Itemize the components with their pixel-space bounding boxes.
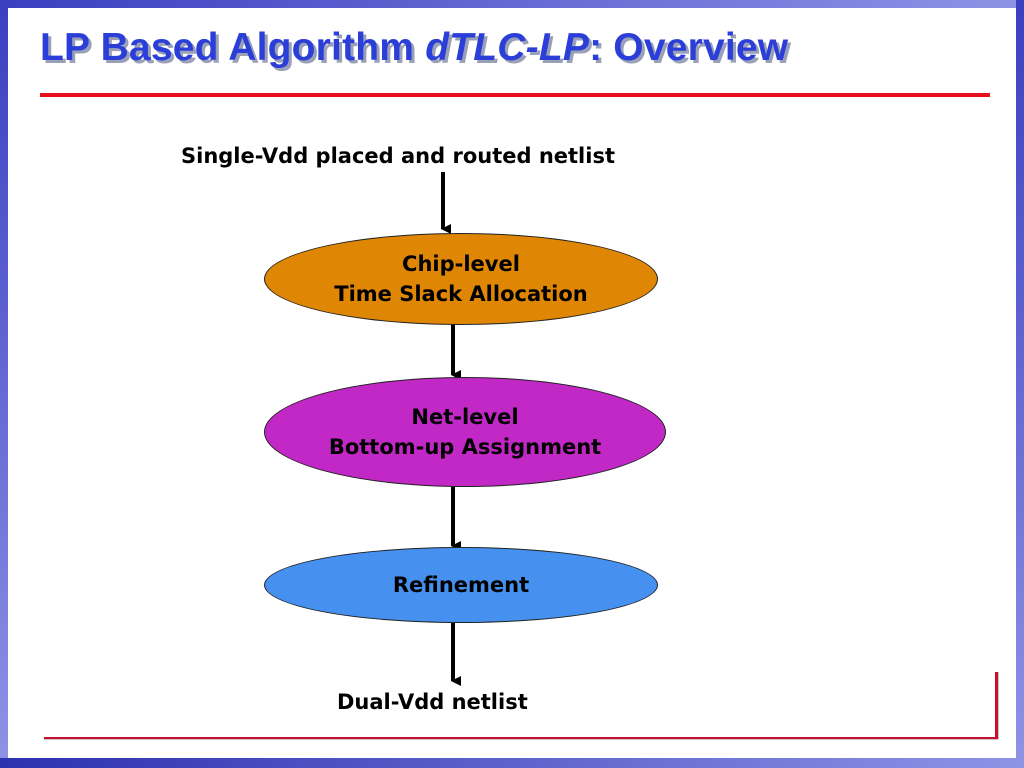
step-net-level-line2: Bottom-up Assignment — [328, 435, 602, 459]
title-text-algorithm-name: dTLC-LP — [425, 26, 590, 69]
step-refinement-line1: Refinement — [392, 573, 530, 597]
step-net-level-line1: Net-level — [411, 405, 519, 429]
footer-rule — [44, 737, 998, 739]
input-label: Single-Vdd placed and routed netlist — [181, 144, 615, 168]
step-net-level-ellipse: Net-level Bottom-up Assignment — [264, 377, 666, 487]
slide-frame-bottom — [0, 758, 1024, 768]
title-text-suffix: : Overview — [589, 26, 789, 69]
title-text-main: LP Based Algorithm — [40, 26, 426, 69]
slide-title: LP Based Algorithm dTLC-LP: Overview — [40, 26, 788, 70]
slide-frame-left — [0, 0, 8, 768]
title-underline — [40, 93, 990, 97]
step-chip-level-line1: Chip-level — [402, 252, 520, 276]
slide-frame-top — [0, 0, 1024, 8]
step-refinement-ellipse: Refinement — [264, 547, 658, 623]
step-chip-level-ellipse: Chip-level Time Slack Allocation — [264, 233, 658, 325]
footer-rule-corner — [995, 672, 998, 739]
output-label: Dual-Vdd netlist — [337, 690, 528, 714]
slide-frame-right — [1016, 0, 1024, 768]
step-chip-level-line2: Time Slack Allocation — [334, 282, 588, 306]
